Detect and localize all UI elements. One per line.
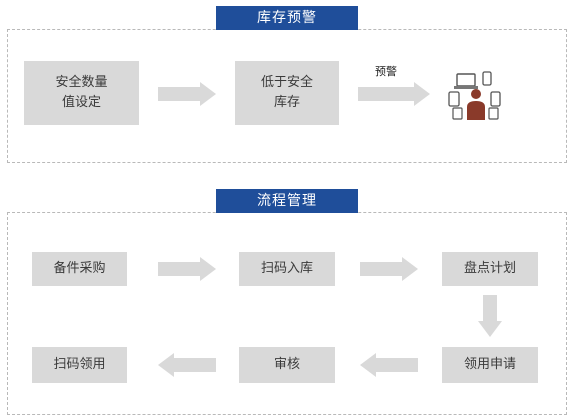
node-line: 低于安全 bbox=[260, 75, 313, 90]
right-arrow-icon bbox=[158, 82, 216, 106]
alert-label: 预警 bbox=[375, 65, 397, 78]
node-line: 安全数量 bbox=[55, 75, 108, 90]
devices-person-icon bbox=[448, 71, 501, 120]
down-arrow-icon bbox=[478, 295, 502, 337]
node-line: 库存 bbox=[273, 95, 300, 110]
node-line: 值设定 bbox=[61, 95, 101, 110]
process-step-procurement: 备件采购 bbox=[32, 252, 127, 286]
process-step-requisition-request: 领用申请 bbox=[442, 347, 538, 383]
below-safety-stock-node: 低于安全 库存 bbox=[235, 61, 339, 125]
safety-quantity-setting-node: 安全数量 值设定 bbox=[24, 61, 139, 125]
left-arrow-icon bbox=[360, 353, 418, 377]
right-arrow-icon bbox=[360, 257, 418, 281]
process-step-scan-requisition: 扫码领用 bbox=[32, 347, 127, 383]
right-arrow-icon bbox=[158, 257, 216, 281]
process-step-scan-stock-in: 扫码入库 bbox=[239, 252, 335, 286]
left-arrow-icon bbox=[158, 353, 216, 377]
inventory-alert-title: 库存预警 bbox=[216, 6, 358, 30]
process-step-review: 审核 bbox=[239, 347, 335, 383]
right-arrow-icon bbox=[358, 82, 430, 106]
process-management-title: 流程管理 bbox=[216, 189, 358, 213]
process-step-inventory-plan: 盘点计划 bbox=[442, 252, 538, 286]
